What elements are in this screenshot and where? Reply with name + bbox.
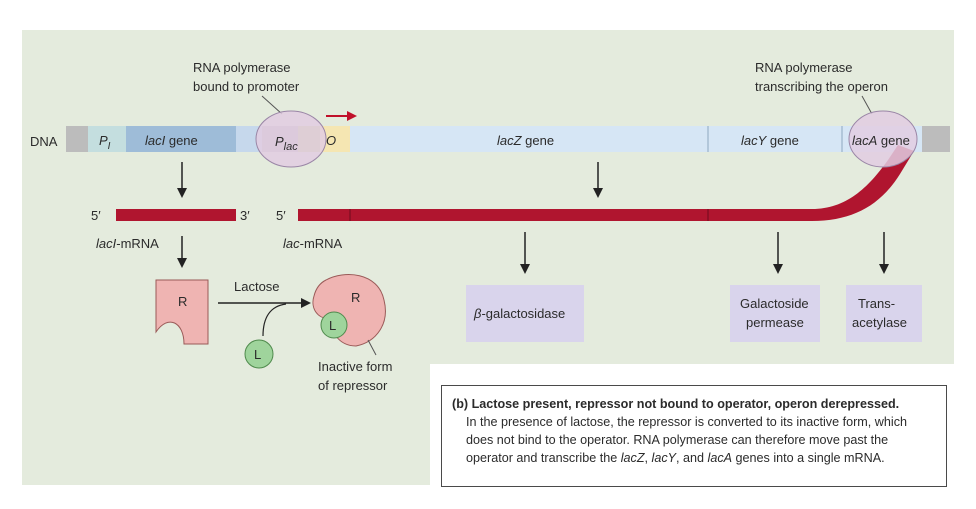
rna-polymerase-promoter — [255, 110, 327, 168]
bound-lactose-label: L — [329, 318, 336, 333]
repressor-inactive — [312, 274, 386, 347]
inactive-form-label-2: of repressor — [318, 378, 388, 393]
laci-gene-region — [126, 126, 236, 152]
lactose-label: Lactose — [234, 279, 280, 294]
permease-label-2: permease — [746, 315, 804, 330]
rna-polymerase-operon — [848, 110, 918, 168]
caption-body-line-3: operator and transcribe the lacZ, lacY, … — [452, 449, 936, 467]
caption-lacy: lacY — [651, 451, 677, 465]
bound-lactose — [320, 311, 348, 339]
lac-mrna — [298, 145, 914, 221]
pi-region — [88, 126, 126, 152]
inactive-form-pointer — [367, 339, 377, 356]
lac-mrna-label: lac-mRNA — [283, 236, 343, 251]
laca-gene-label: lacA gene — [852, 133, 910, 148]
repressor-label: R — [178, 294, 187, 309]
caption-text-c: , and — [676, 451, 708, 465]
transacetylase-box — [846, 285, 922, 342]
rnap-operon-label-1: RNA polymerase — [755, 60, 853, 75]
lactose-uptake-curve — [262, 303, 287, 337]
rnap-operon-pointer — [861, 95, 873, 115]
laci-gene-label: lacI gene — [145, 133, 198, 148]
pi-label: PI — [99, 133, 111, 152]
rnap-operon-label-2: transcribing the operon — [755, 79, 888, 94]
lactose-molecule-label: L — [254, 347, 261, 362]
plac-label: Plac — [275, 134, 298, 153]
beta-galactosidase-label: β-galactosidase — [473, 306, 565, 321]
caption-body-line-1: In the presence of lactose, the represso… — [466, 415, 907, 429]
rnap-promoter-pointer — [261, 95, 283, 115]
operator-label: O — [326, 133, 336, 148]
lacy-gene-label: lacY gene — [741, 133, 799, 148]
laci-mrna-5prime: 5′ — [91, 208, 101, 223]
laci-mrna-3prime: 3′ — [240, 208, 250, 223]
transacetylase-label-1: Trans- — [858, 296, 895, 311]
caption-laca: lacA — [707, 451, 733, 465]
caption-text-d: genes into a single mRNA. — [732, 451, 885, 465]
lacz-gene-label: lacZ gene — [497, 133, 554, 148]
permease-label-1: Galactoside — [740, 296, 809, 311]
beta-galactosidase-box — [466, 285, 584, 342]
permease-box — [730, 285, 820, 342]
caption-title: (b) Lactose present, repressor not bound… — [452, 397, 900, 411]
inactive-repressor-label: R — [351, 290, 360, 305]
rnap-promoter-label-1: RNA polymerase — [193, 60, 291, 75]
figure-caption: (b) Lactose present, repressor not bound… — [441, 385, 947, 487]
caption-lacz: lacZ — [620, 451, 645, 465]
lac-mrna-5prime: 5′ — [276, 208, 286, 223]
inactive-form-label-1: Inactive form — [318, 359, 392, 374]
caption-body-line-2: does not bind to the operator. RNA polym… — [466, 433, 889, 447]
repressor-active — [155, 279, 209, 345]
rnap-promoter-label-2: bound to promoter — [193, 79, 300, 94]
caption-text-a: operator and transcribe the — [466, 451, 621, 465]
lactose-molecule — [244, 339, 274, 369]
laci-mrna-label: lacI-mRNA — [96, 236, 159, 251]
laci-mrna — [116, 209, 236, 221]
caption-text-b: , — [644, 451, 652, 465]
operon-region — [350, 126, 922, 152]
transacetylase-label-2: acetylase — [852, 315, 907, 330]
dna-label: DNA — [30, 134, 58, 149]
